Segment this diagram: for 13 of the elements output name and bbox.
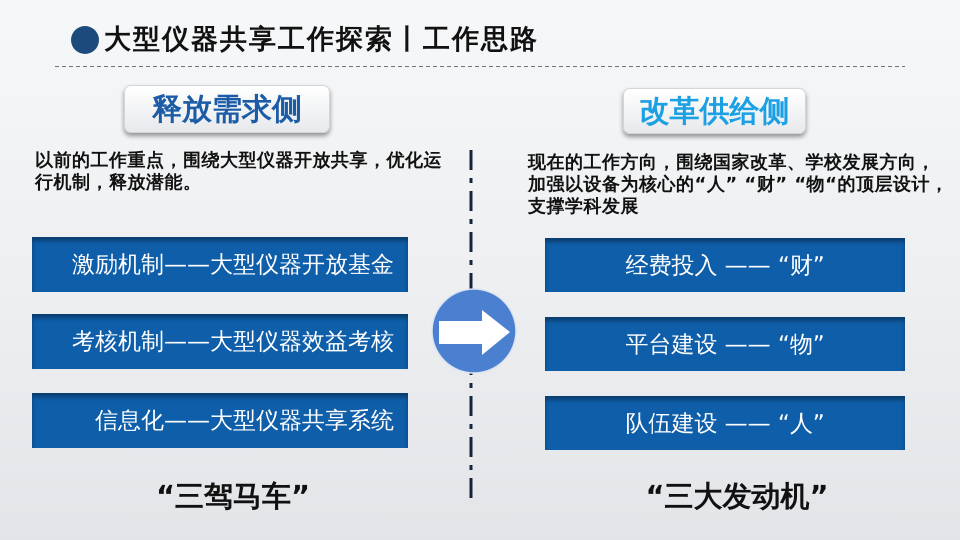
item-bar: 队伍建设 —— “人” (545, 396, 905, 450)
item-bar: 经费投入 —— “财” (545, 238, 905, 292)
item-bar: 考核机制——大型仪器效益考核 (32, 314, 408, 369)
section-heading-tab: 释放需求侧 (124, 85, 330, 133)
description-text: 现在的工作方向，围绕国家改革、学校发展方向，加强以设备为核心的“人” “财” “物“的顶层设计，支撑学科发展 (528, 152, 950, 218)
item-bar: 信息化——大型仪器共享系统 (32, 393, 408, 448)
slogan-text: “三驾马车” (154, 478, 312, 514)
page-title: 大型仪器共享工作探索丨工作思路 (104, 23, 539, 57)
item-bar: 平台建设 —— “物” (545, 317, 905, 371)
slogan-text: “三大发动机” (644, 478, 830, 514)
section-heading-tab: 改革供给侧 (623, 88, 806, 134)
item-bar: 激励机制——大型仪器开放基金 (32, 237, 408, 292)
description-text: 以前的工作重点，围绕大型仪器开放共享，优化运行机制，释放潜能。 (35, 150, 443, 194)
